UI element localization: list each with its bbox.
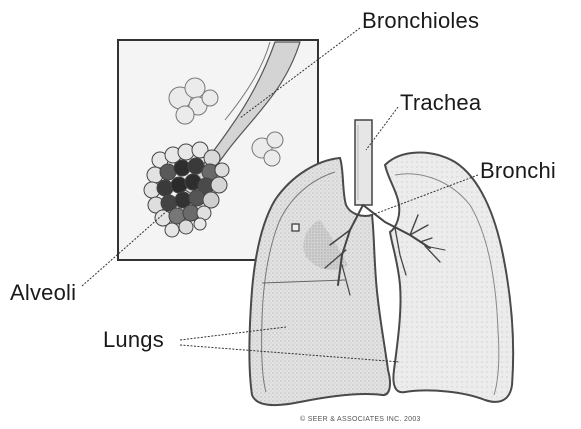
copyright-text: © SEER & ASSOCIATES INC. 2003	[300, 416, 421, 423]
label-lungs: Lungs	[103, 329, 164, 351]
label-trachea: Trachea	[400, 92, 481, 114]
label-bronchi: Bronchi	[480, 160, 556, 182]
label-bronchioles: Bronchioles	[362, 10, 479, 32]
trachea	[355, 120, 372, 205]
label-alveoli: Alveoli	[10, 282, 76, 304]
lung-right-side	[385, 153, 513, 402]
